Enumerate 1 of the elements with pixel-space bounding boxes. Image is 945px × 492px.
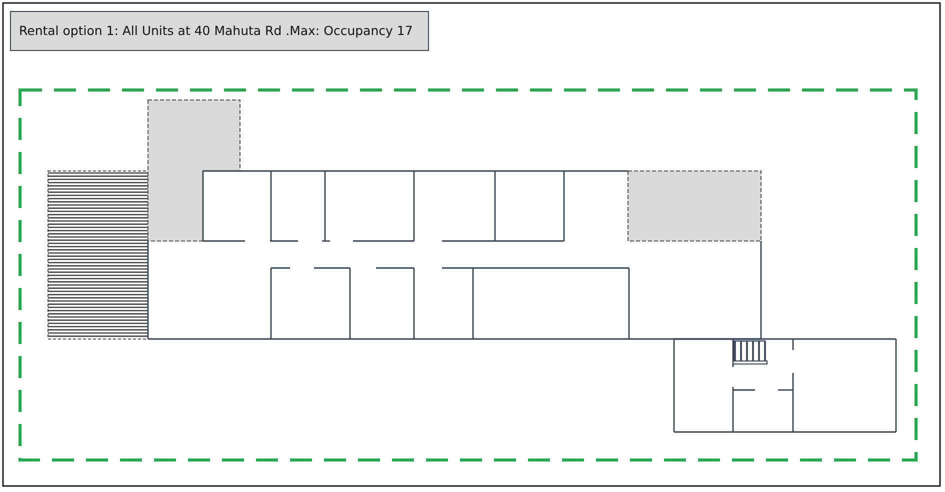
title: Rental option 1: All Units at 40 Mahuta Rd .Max: Occupancy 17 — [10, 11, 429, 51]
